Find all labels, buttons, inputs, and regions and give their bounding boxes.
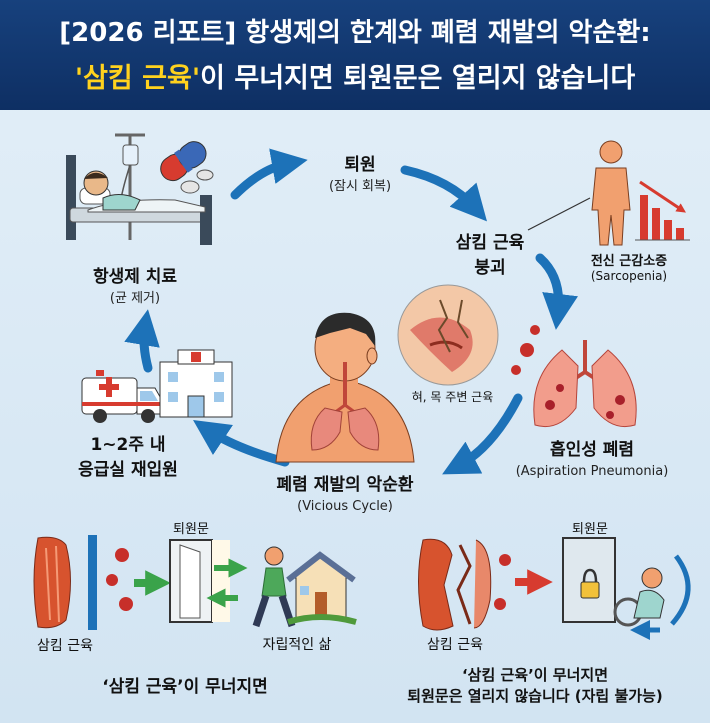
bl-door-label: 퇴원문: [173, 522, 209, 537]
header-highlight: '삼킴 근육': [74, 63, 201, 94]
arrow-collapse-to-pneumonia: [535, 253, 578, 330]
torn-muscle-icon: [418, 538, 553, 631]
cycle-arrows: [124, 148, 578, 475]
walking-person-icon: [252, 546, 296, 628]
throat-zoom-icon: [397, 284, 499, 386]
bl-muscle-label: 삼킴 근육: [37, 638, 93, 654]
throat-caption: 혀, 목 주변 근육: [411, 390, 494, 404]
sarcopenia-body-icon: [591, 140, 631, 246]
sarcopenia-label: 전신 근감소증(Sarcopenia): [590, 254, 668, 283]
infected-lungs-icon: [533, 340, 637, 428]
declining-bar-chart-icon: [635, 180, 690, 241]
arrow-treatment-to-discharge: [230, 148, 308, 200]
bl-life-label: 자립적인 삶: [262, 637, 332, 653]
connector-line: [527, 197, 591, 231]
vicious-cycle-label: 폐렴 재발의 악순환(Vicious Cycle): [276, 475, 414, 514]
ambulance-icon: [81, 370, 164, 423]
arrow-pneumonia-to-vicious: [442, 393, 523, 475]
header-title-line2: '삼킴 근육'이 무너지면 퇴원문은 열리지 않습니다: [0, 56, 710, 95]
germ-icons: [511, 325, 540, 375]
header-title-rest: 이 무너지면 퇴원문은 열리지 않습니다: [200, 63, 636, 94]
hospital-bed-icon: [66, 133, 212, 245]
header-banner: [2026 리포트] 항생제의 한계와 폐렴 재발의 악순환: '삼킴 근육'이…: [0, 0, 710, 110]
wheelchair-person-icon: [613, 554, 691, 640]
healthy-muscle-icon: [33, 535, 171, 630]
arrow-vicious-to-readmit: [193, 420, 290, 467]
hospital-building-icon: [159, 349, 233, 418]
discharge-label: 퇴원(잠시 회복): [328, 155, 392, 194]
patient-lungs-illustration: [275, 312, 415, 463]
br-muscle-label: 삼킴 근육: [427, 637, 483, 653]
open-door-icon: [169, 539, 248, 623]
bl-caption: ‘삼킴 근육’이 무너지면: [102, 677, 268, 697]
arrow-readmit-to-treatment: [124, 309, 160, 373]
br-door-label: 퇴원문: [572, 522, 608, 537]
antibiotic-label: 항생제 치료(균 제거): [92, 267, 178, 306]
antibiotic-pills-icon: [160, 141, 214, 194]
arrow-discharge-to-collapse: [400, 165, 487, 222]
header-title-line1: [2026 리포트] 항생제의 한계와 폐렴 재발의 악순환:: [59, 18, 651, 48]
locked-door-icon: [562, 537, 616, 623]
house-icon: [286, 551, 357, 625]
pneumonia-label: 흡인성 폐렴(Aspiration Pneumonia): [515, 440, 669, 479]
